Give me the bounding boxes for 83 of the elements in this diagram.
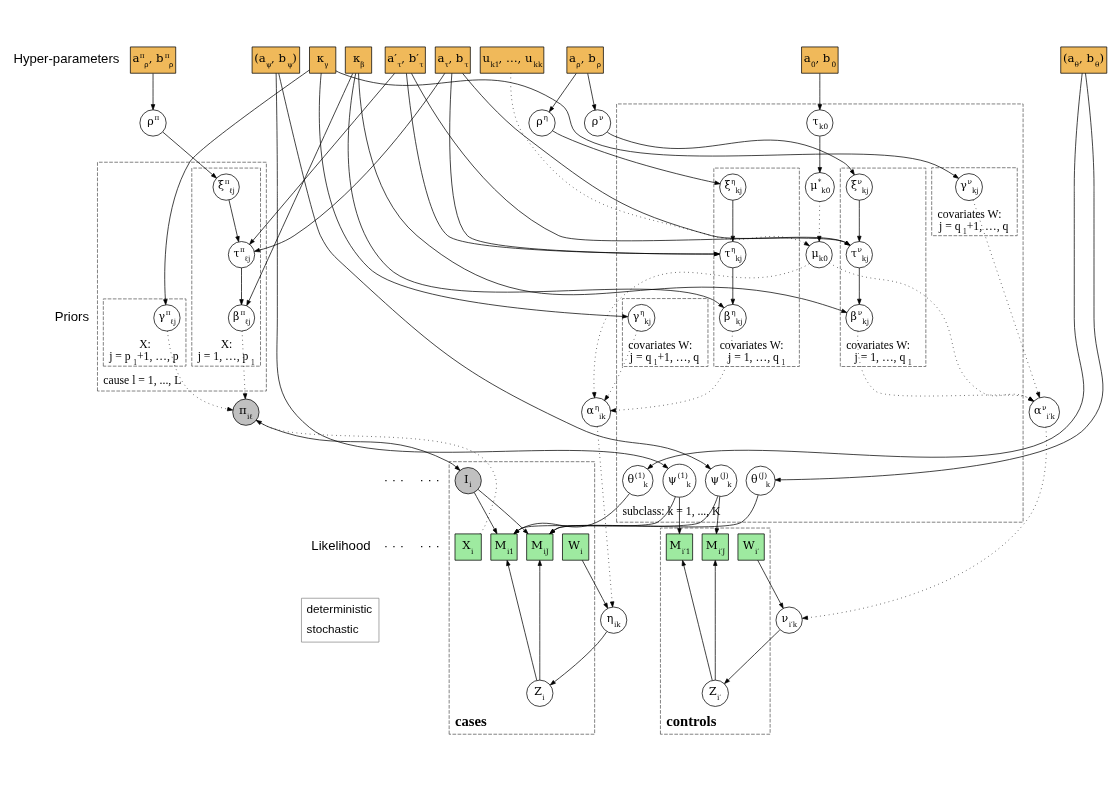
- arrow: [537, 560, 542, 681]
- node-box: a′$_{τ}$, b′$_{τ}$: [384, 46, 426, 74]
- arrow: [246, 73, 354, 306]
- arrow: [167, 330, 234, 412]
- label: Hyper-parameters: [13, 51, 120, 67]
- node-box: κ$_{β}$: [344, 46, 372, 74]
- label: · · ·: [383, 538, 405, 554]
- node-box: κ$_{γ}$: [309, 46, 337, 74]
- arrow: [774, 72, 1104, 482]
- label: · · ·: [419, 538, 441, 554]
- node-circle: ν$_{i′k}$: [775, 606, 803, 634]
- arrow: [817, 136, 822, 173]
- arrow: [549, 495, 719, 535]
- arrow: [228, 199, 240, 243]
- arrow: [730, 199, 735, 242]
- node-box: a$_{0}$, b$_{0}$: [801, 46, 839, 74]
- arrow: [829, 262, 1034, 402]
- arrow: [817, 73, 822, 111]
- node-box: (a$_{ψ}$, b$_{ψ}$): [251, 46, 300, 74]
- arrow: [647, 72, 1085, 470]
- node-box: M$_{i′J}$: [701, 533, 729, 561]
- arrow: [335, 70, 959, 179]
- label: Priors: [54, 309, 90, 325]
- arrow: [802, 427, 1047, 620]
- arrow: [604, 330, 638, 401]
- arrow: [255, 420, 497, 535]
- arrow: [857, 331, 1034, 402]
- arrow: [552, 130, 721, 185]
- node-box: M$_{i1}$: [490, 533, 518, 561]
- arrow: [347, 73, 725, 308]
- node-box: X$_{i}$: [454, 533, 482, 561]
- node-box: W$_{i}$: [562, 533, 590, 561]
- node-box: M$_{iJ}$: [526, 533, 554, 561]
- arrow: [241, 330, 248, 400]
- arrow: [239, 267, 244, 306]
- arrow: [549, 494, 759, 535]
- arrow: [473, 492, 498, 535]
- node-circle: τ$_{k0}$: [806, 109, 834, 137]
- arrow: [972, 199, 1040, 398]
- node-box: u$_{k1}$, …, u$_{kk}$: [479, 46, 545, 74]
- label: Likelihood: [311, 538, 371, 554]
- arrow: [163, 69, 310, 306]
- arrow: [857, 199, 862, 242]
- arrow: [477, 489, 529, 535]
- arrow: [255, 419, 461, 471]
- arrow: [596, 426, 615, 608]
- label: · · ·: [419, 471, 441, 487]
- node-circle: ρ$^{ν}$: [584, 109, 612, 137]
- node-circle: η$_{ik}$: [600, 606, 628, 634]
- arrow: [506, 560, 538, 681]
- legend-label: stochastic: [306, 622, 359, 636]
- label: · · ·: [383, 471, 405, 487]
- legend-label: deterministic: [306, 601, 373, 615]
- arrow: [730, 267, 735, 305]
- arrow: [857, 267, 862, 305]
- arrow: [587, 73, 597, 111]
- arrow: [318, 72, 629, 319]
- arrow: [592, 263, 810, 399]
- arrow: [549, 631, 608, 686]
- arrow: [249, 73, 395, 245]
- arrow: [610, 331, 733, 413]
- arrow: [513, 493, 630, 535]
- arrow: [713, 560, 718, 681]
- arrow: [358, 72, 848, 313]
- arrow: [681, 560, 713, 681]
- arrow: [581, 559, 609, 609]
- arrow: [513, 496, 676, 535]
- node-box: (a$_{θ}$, b$_{θ}$): [1060, 46, 1108, 74]
- arrow: [254, 73, 446, 253]
- node-circle: ρ$^{η}$: [528, 109, 556, 137]
- arrow: [510, 72, 810, 247]
- arrow: [607, 131, 855, 176]
- arrow: [150, 73, 156, 111]
- arrow: [549, 73, 577, 113]
- arrow: [757, 559, 784, 609]
- arrow: [724, 629, 781, 684]
- node-box: a$_{τ}$, b$_{τ}$: [434, 46, 471, 74]
- arrow: [162, 131, 217, 179]
- node-box: W$_{i′}$: [737, 533, 765, 561]
- node-circle: ρ$^{π}$: [139, 109, 167, 137]
- node-box: M$_{i′1}$: [665, 533, 693, 561]
- node-box: a$_{ρ}$, b$_{ρ}$: [566, 46, 604, 74]
- arrow: [714, 496, 721, 535]
